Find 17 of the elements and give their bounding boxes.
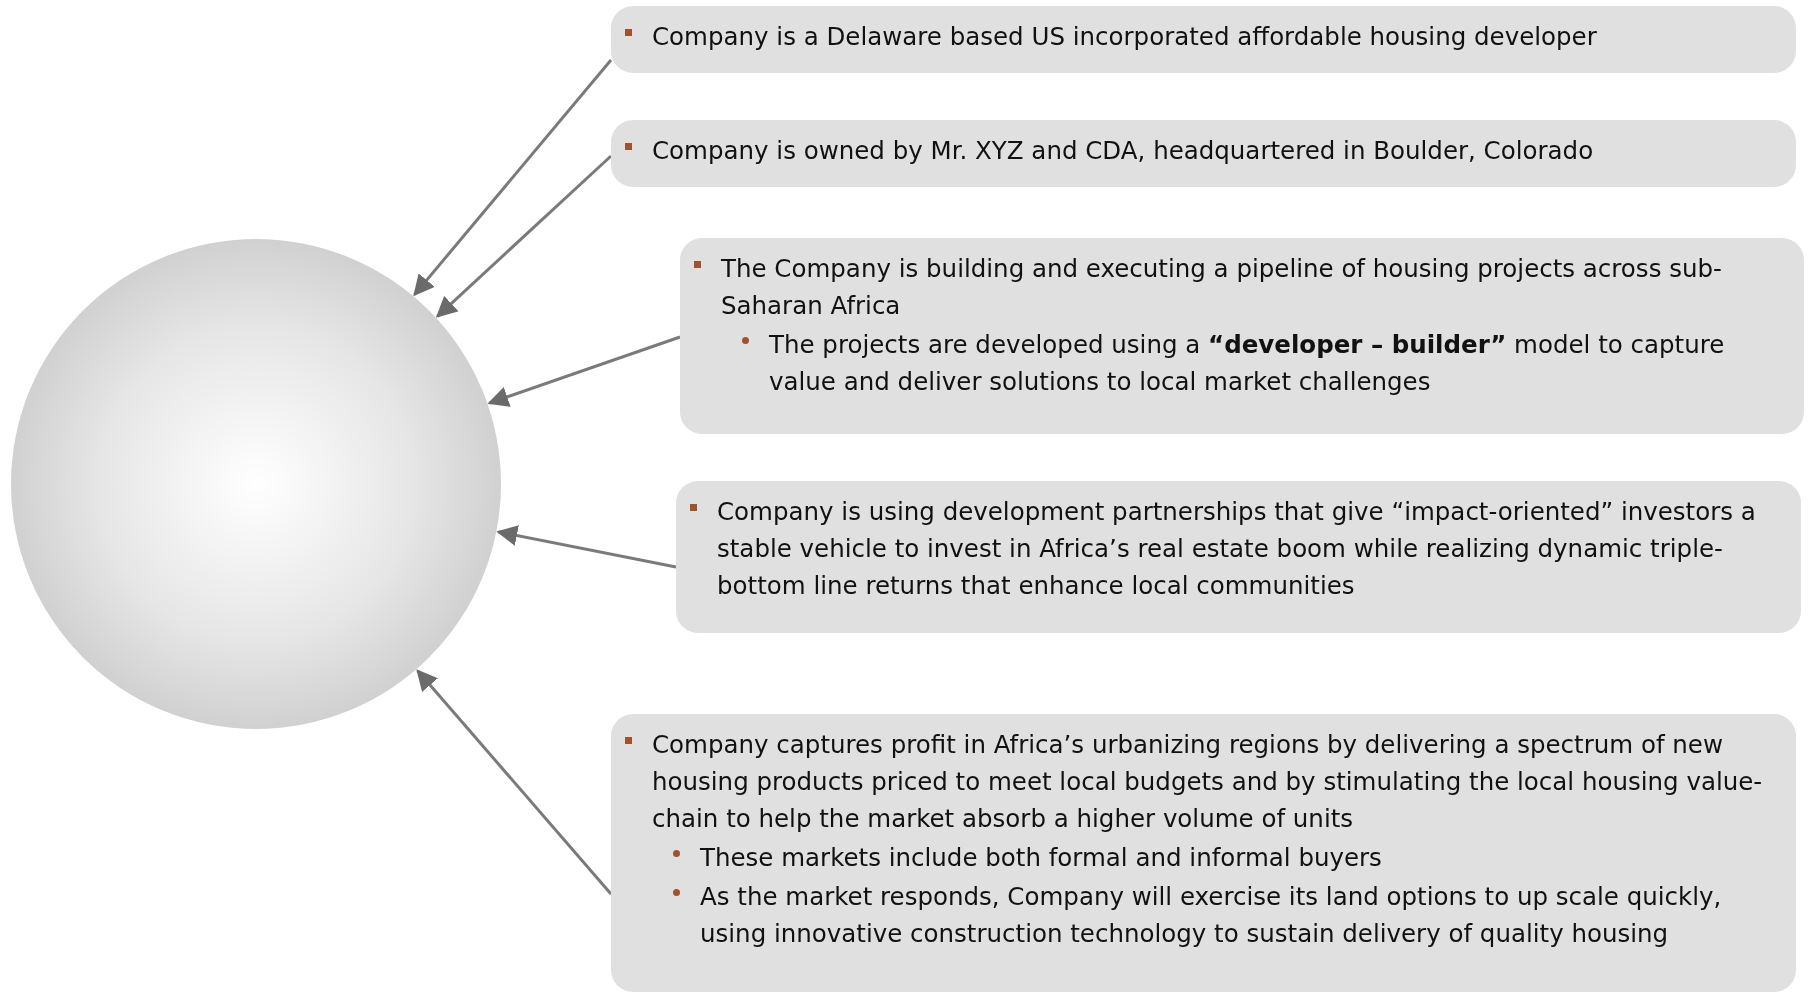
text-box: [680, 238, 1804, 434]
arrow: [413, 59, 613, 297]
bullet-text: Company captures profit in Africa’s urbanizing regions by delivering a spectrum of new housing products priced to meet local budgets and by stimulating the local housing value-chain to help the market absorb a higher volume of units: [652, 729, 1764, 835]
bullet-text: Company is a Delaware based US incorporated affordable housing developer: [652, 21, 1597, 53]
text-box: [611, 120, 1796, 187]
text-box: [611, 714, 1796, 992]
bullet-text: Company is using development partnerships that give “impact-oriented” investors a stable vehicle to invest in Africa’s real estate boom while realizing dynamic triple-bottom line returns that enhance local communities: [717, 496, 1757, 602]
arrow: [416, 669, 613, 895]
bullet-text: These markets include both formal and informal buyers: [700, 842, 1382, 874]
bullet-text: Company is owned by Mr. XYZ and CDA, headquartered in Boulder, Colorado: [652, 135, 1594, 167]
text-box: [611, 6, 1796, 73]
arrow: [435, 154, 612, 318]
arrow: [496, 525, 677, 569]
text-box: [676, 481, 1801, 633]
bullet-text: As the market responds, Company will exercise its land options to up scale quickly, using innovative construction technology to sustain delivery of quality housing: [700, 881, 1723, 950]
bullet-text: The projects are developed using a “developer – builder” model to capture value and deliver solutions to local market challenges: [769, 329, 1726, 398]
arrow: [487, 335, 681, 407]
